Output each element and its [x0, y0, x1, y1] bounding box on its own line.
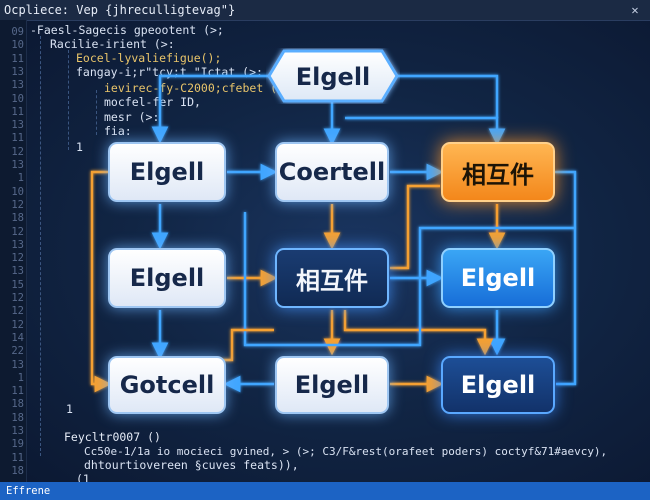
line-number: 13 [11, 79, 24, 92]
line-number: 11 [11, 385, 24, 398]
line-number: 18 [11, 464, 24, 477]
node-top[interactable]: Elgell [266, 48, 400, 104]
code-line[interactable]: fia: [104, 124, 132, 138]
status-bar: Effrene [0, 482, 650, 500]
line-number: 12 [11, 198, 24, 211]
code-line[interactable]: Racilie-irient (>: [50, 37, 175, 51]
line-number: 12 [11, 145, 24, 158]
code-line[interactable]: mesr (>: [104, 110, 160, 124]
arrow-top-to-orange [392, 74, 499, 118]
node-r1-mid[interactable]: Coertell [275, 142, 389, 202]
line-number: 11 [11, 451, 24, 464]
line-number: 13 [11, 358, 24, 371]
line-number: 11 [11, 52, 24, 65]
code-line[interactable]: Cc50e-1/1a io mocieci gvined, > (>; C3/F… [84, 445, 608, 458]
node-r1-right[interactable]: 相互件 [441, 142, 555, 202]
line-number: 18 [11, 212, 24, 225]
line-number: 13 [11, 65, 24, 78]
node-r3-mid[interactable]: Elgell [275, 356, 389, 414]
arrow-outer-left-loop [90, 170, 112, 393]
line-number: 14 [11, 331, 24, 344]
line-number-gutter [0, 20, 27, 482]
node-r2-right[interactable]: Elgell [441, 248, 555, 308]
line-number: 13 [11, 159, 24, 171]
code-bracket: 1 [76, 140, 83, 154]
arrow-outer-right-loop [555, 170, 577, 386]
code-line[interactable]: dhtourtiovereen §cuves feats)), [84, 458, 299, 472]
line-number: 11 [11, 105, 24, 118]
node-top-label: Elgell [296, 63, 371, 91]
line-number: 12 [11, 292, 24, 304]
arrow-long-return [243, 212, 575, 347]
indent-guide [68, 50, 69, 150]
line-number: 10 [11, 39, 24, 52]
code-line[interactable]: -Faesl-Sagecis gpeootent (>; [30, 23, 224, 37]
line-number: 1 [17, 172, 24, 185]
line-number: 19 [11, 438, 24, 451]
line-number: 09 [11, 26, 24, 38]
code-line[interactable]: Eocel-lyvaliefigue(); [76, 51, 222, 65]
line-number: 13 [11, 265, 24, 278]
indent-guide [40, 36, 41, 456]
node-r3-right[interactable]: Elgell [441, 356, 555, 414]
line-number: 22 [11, 345, 24, 358]
arrow-orange-feedback [390, 184, 440, 270]
line-number: 1 [17, 371, 24, 384]
line-number: 12 [11, 225, 24, 238]
code-line[interactable]: mocfel-fer ID, [104, 95, 201, 109]
arrow-top-to-left [151, 74, 272, 144]
node-r2-left[interactable]: Elgell [108, 248, 226, 308]
line-number: 13 [11, 238, 24, 251]
code-bracket: 1 [66, 402, 73, 416]
indent-guide [96, 90, 97, 135]
close-icon[interactable]: ✕ [631, 3, 639, 17]
line-number: 13 [11, 119, 24, 132]
status-text: Effrene [6, 485, 51, 497]
line-number: 12 [11, 318, 24, 331]
window-title: Ocpliece: Vep {jhreculligtevag"} [4, 3, 236, 17]
arrow-branch-to-orange [345, 116, 506, 146]
title-bar: Ocpliece: Vep {jhreculligtevag"} ✕ [0, 0, 650, 21]
node-r1-left[interactable]: Elgell [108, 142, 226, 202]
line-number: 15 [11, 278, 24, 291]
line-number: 12 [11, 252, 24, 265]
node-r2-mid[interactable]: 相互件 [275, 248, 389, 308]
arrow-mid-to-r3right [343, 310, 494, 356]
line-number: 13 [11, 425, 24, 437]
line-number: 12 [11, 305, 24, 318]
line-number: 10 [11, 92, 24, 105]
line-number: 10 [11, 185, 24, 198]
line-number: 18 [11, 398, 24, 411]
node-r3-left[interactable]: Gotcell [108, 356, 226, 414]
code-line[interactable]: Feycltr0007 () [64, 430, 161, 444]
line-number: 11 [11, 132, 24, 145]
line-number: 18 [11, 411, 24, 424]
